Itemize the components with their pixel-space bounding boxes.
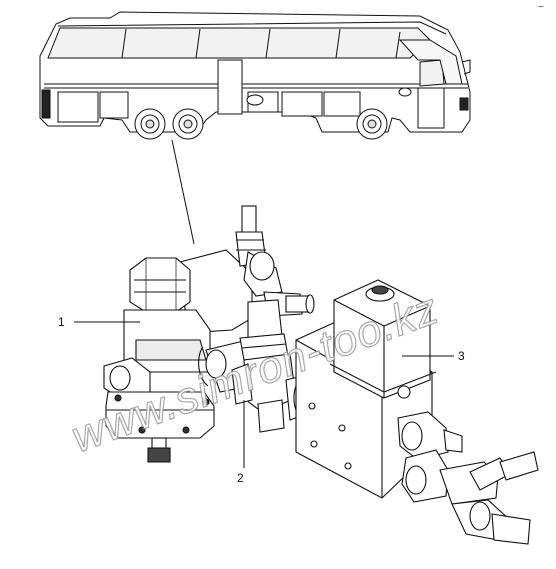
bus-pointer-line — [171, 139, 195, 245]
corner-mark: ~ — [538, 2, 544, 13]
callout-label-1: 1 — [58, 315, 65, 329]
pressure-valve-icon — [103, 249, 263, 463]
tee-fitting-icon — [231, 299, 307, 433]
solenoid-valve-icon — [295, 279, 539, 545]
callout-label-2: 2 — [237, 471, 244, 485]
coach-bus-icon — [39, 11, 471, 140]
callout-label-3: 3 — [458, 349, 465, 363]
elbow-fitting-icon — [235, 205, 315, 317]
